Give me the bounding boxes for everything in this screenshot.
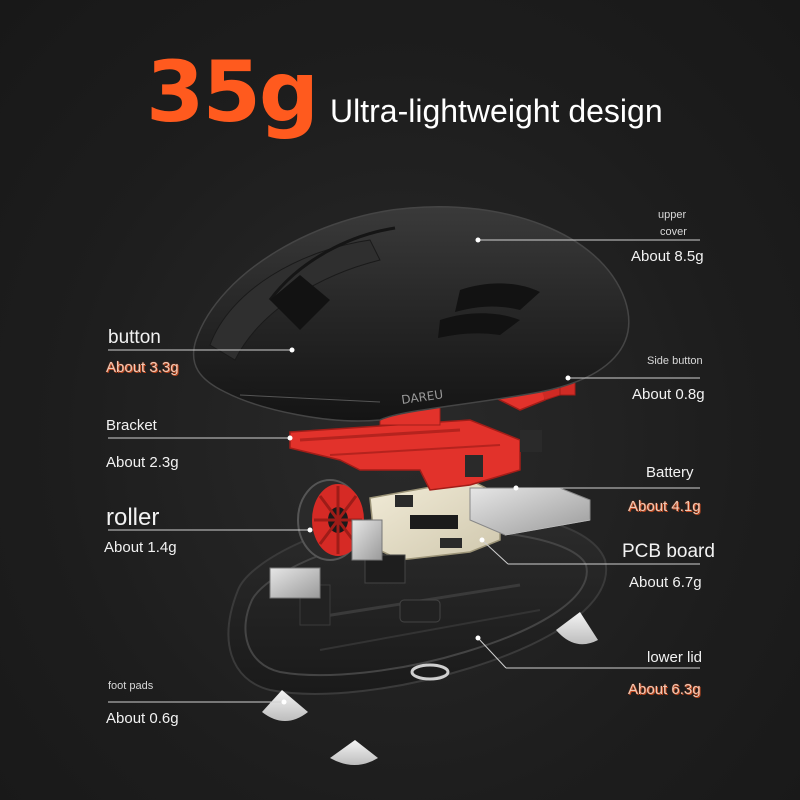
battery-weight: About 4.1g [628,498,701,515]
leader-dots [281,237,571,705]
dot-pcb-board [479,537,485,543]
dot-button [289,347,295,353]
bracket-label: Bracket [106,417,157,434]
leader-lines [108,239,700,703]
upper-cover-weight: About 8.5g [631,248,704,265]
lower-lid-label: lower lid [647,649,703,666]
foot-pads-weight: About 0.6g [106,710,179,727]
upper-cover-shape: DAREU [192,206,630,422]
headline-weight: 35g [146,43,319,141]
dot-lower-lid [475,635,481,641]
leader-lower-lid-a [477,637,507,669]
lower-lid-weight: About 6.3g [628,681,701,698]
roller-label: roller [106,504,160,531]
foot-pads-label: foot pads [108,680,154,692]
battery-label: Battery [646,464,694,481]
foot-pads-shapes [262,612,598,765]
side-button-label: Side button [647,355,703,367]
bracket-weight: About 2.3g [106,454,179,471]
dot-foot-pads [281,699,287,705]
side-button-weight: About 0.8g [632,386,705,403]
roller-shape [297,479,383,561]
upper-cover-label-line2: cover [660,226,687,238]
pcb-board-label: PCB board [622,541,715,562]
upper-cover-label-line1: upper [658,209,687,221]
dot-battery [513,485,519,491]
dot-bracket [287,435,293,441]
dot-side-button [565,375,571,381]
roller-weight: About 1.4g [104,539,177,556]
pcb-board-weight: About 6.7g [629,574,702,591]
button-label: button [108,327,161,348]
dot-roller [307,527,313,533]
button-weight: About 3.3g [106,359,179,376]
pcb-board-shape [269,479,501,599]
battery-shape [469,487,591,536]
dot-upper-cover [475,237,481,243]
headline-tagline: Ultra-lightweight design [330,93,663,129]
leader-pcb-a [481,539,509,565]
brand-mark: DAREU [400,387,443,407]
